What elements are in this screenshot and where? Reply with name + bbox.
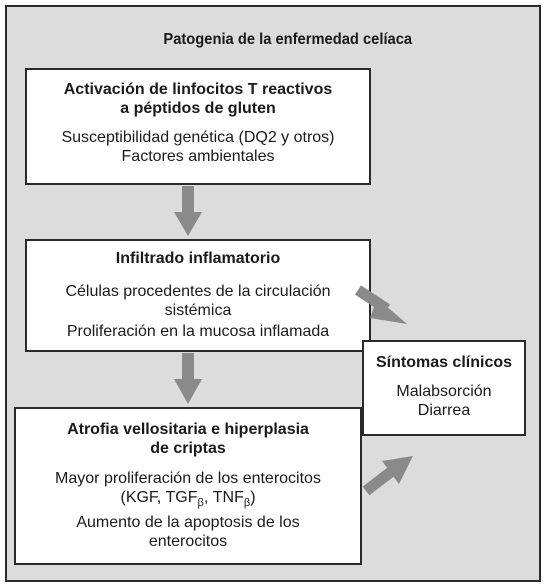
atrophy-box: Atrofia vellositaria e hiperplasia de cr… [14, 407, 362, 565]
activation-line-genetic: Susceptibilidad genética (DQ2 y otros) [61, 129, 335, 146]
atrophy-factors-close: ) [250, 489, 256, 506]
diagram-title: Patogenia de la enfermedad celíaca [163, 31, 413, 48]
atrophy-line-enterocytes: enterocitos [148, 533, 228, 550]
symptoms-line-malabsorption: Malabsorción [396, 383, 492, 400]
arrow-atrophy-to-symptoms [362, 456, 413, 496]
infiltrate-line-proliferation: Proliferación en la mucosa inflamada [66, 323, 330, 340]
activation-heading-1: Activación de linfocitos T reactivos [63, 81, 333, 98]
arrow-activation-to-infiltrate [174, 186, 202, 236]
atrophy-heading-1: Atrofia vellositaria e hiperplasia [67, 421, 309, 438]
symptoms-line-diarrhea: Diarrea [417, 402, 471, 419]
tgf-subscript: β [197, 497, 204, 509]
atrophy-factors-mid: , TNF [203, 489, 244, 506]
infiltrate-box: Infiltrado inflamatorio Células proceden… [25, 239, 371, 352]
atrophy-line-factors: (KGF, TGFβ, TNFβ) [16, 488, 360, 509]
infiltrate-heading: Infiltrado inflamatorio [115, 250, 281, 267]
atrophy-line-proliferation: Mayor proliferación de los enterocitos [55, 470, 321, 487]
infiltrate-line-systemic: sistémica [164, 302, 232, 319]
symptoms-heading: Síntomas clínicos [375, 354, 513, 371]
activation-line-environment: Factores ambientales [121, 148, 275, 165]
tnf-subscript: β [243, 497, 251, 509]
atrophy-heading-2: de criptas [150, 440, 226, 457]
arrow-infiltrate-to-atrophy [174, 353, 202, 404]
infiltrate-line-circulation: Células procedentes de la circulación [65, 283, 331, 300]
arrow-infiltrate-to-symptoms [354, 285, 407, 324]
activation-heading-2: a péptidos de gluten [120, 100, 276, 117]
atrophy-line-apoptosis: Aumento de la apoptosis de los [76, 514, 300, 531]
symptoms-box: Síntomas clínicos Malabsorción Diarrea [362, 340, 526, 436]
atrophy-factors-open: (KGF, TGF [120, 489, 198, 506]
activation-box: Activación de linfocitos T reactivos a p… [25, 68, 371, 185]
